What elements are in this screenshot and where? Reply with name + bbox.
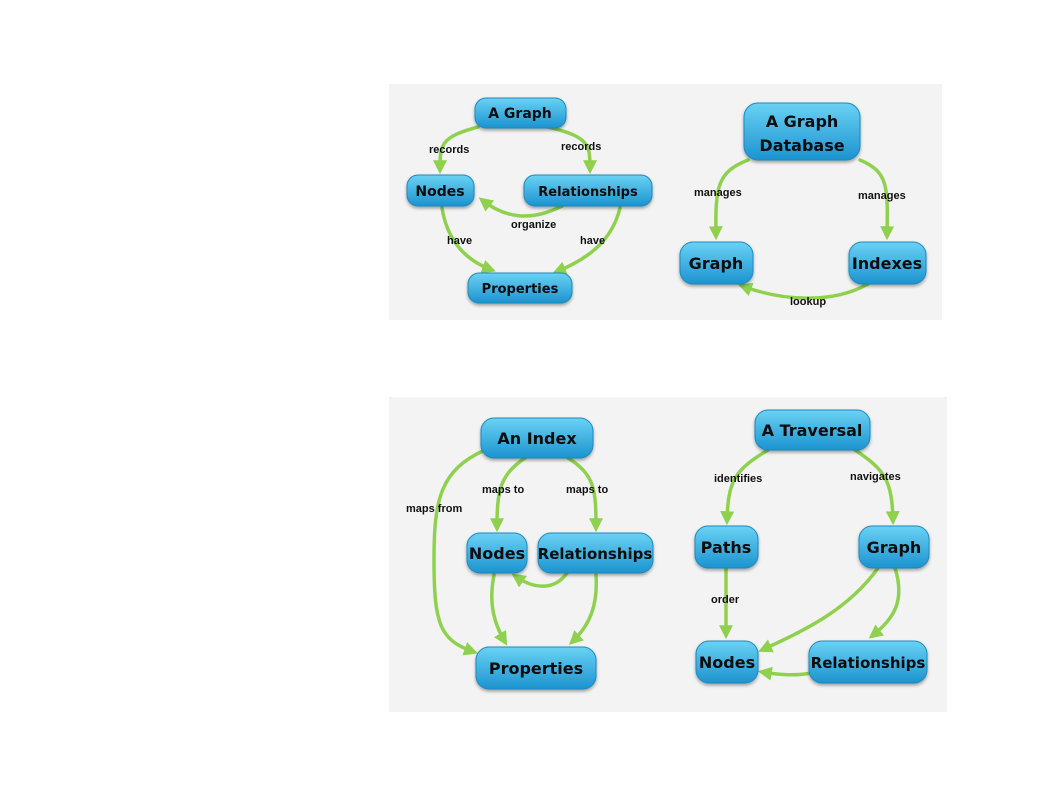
- node-traversal-nodes: Nodes: [695, 640, 759, 684]
- label-maps-to-right: maps to: [566, 484, 608, 496]
- edge-graph-have-left: [440, 206, 496, 274]
- svg-text:Nodes: Nodes: [699, 653, 755, 672]
- svg-text:A Graph: A Graph: [766, 112, 839, 131]
- svg-text:Paths: Paths: [701, 538, 752, 557]
- svg-text:A Graph: A Graph: [488, 106, 552, 122]
- label-lookup: lookup: [790, 296, 826, 308]
- label-have-left: have: [447, 235, 472, 247]
- label-manages-left: manages: [694, 187, 742, 199]
- node-traversal-graph: Graph: [858, 525, 930, 569]
- edge-traversal-graph-relationships: [868, 566, 901, 639]
- svg-text:An Index: An Index: [497, 429, 577, 448]
- node-graph: Graph: [679, 241, 754, 285]
- edge-db-manages-graph: [708, 158, 750, 241]
- edge-traversal-identifies: [720, 448, 770, 526]
- label-organize: organize: [511, 219, 556, 231]
- node-a-traversal: A Traversal: [754, 409, 871, 451]
- edge-index-maps-from: [432, 448, 487, 656]
- diagram-graph: A Graph Nodes Relationships Properties r…: [406, 97, 653, 304]
- node-indexes: Indexes: [848, 241, 927, 285]
- node-relationships: Relationships: [523, 174, 653, 207]
- edge-index-relationships-nodes: [511, 571, 569, 588]
- svg-text:Graph: Graph: [867, 538, 922, 557]
- node-an-index: An Index: [480, 417, 594, 459]
- node-traversal-relationships: Relationships: [808, 640, 928, 684]
- svg-text:Relationships: Relationships: [538, 185, 638, 200]
- node-properties: Properties: [467, 272, 573, 304]
- label-records-right: records: [561, 141, 601, 153]
- svg-text:Relationships: Relationships: [538, 545, 653, 563]
- label-records-left: records: [429, 144, 469, 156]
- node-a-graph: A Graph: [474, 97, 567, 129]
- edge-graph-have-right: [552, 206, 622, 275]
- edge-graph-records-relationships: [546, 125, 597, 175]
- edge-index-maps-to-nodes: [490, 456, 527, 533]
- edge-traversal-relationships-nodes: [757, 666, 814, 681]
- label-manages-right: manages: [858, 190, 906, 202]
- node-index-properties: Properties: [475, 646, 597, 690]
- edge-traversal-navigates: [853, 448, 900, 526]
- node-a-graph-database: A Graph Database: [743, 102, 861, 161]
- edge-graph-records-nodes: [433, 125, 480, 175]
- label-maps-to-left: maps to: [482, 484, 524, 496]
- node-paths: Paths: [694, 525, 759, 569]
- label-identifies: identifies: [714, 473, 762, 485]
- edge-index-nodes-properties: [490, 573, 508, 646]
- edge-db-manages-indexes: [858, 158, 895, 241]
- diagram-traversal: A Traversal Paths Graph Nodes Relationsh…: [694, 409, 930, 684]
- svg-text:A Traversal: A Traversal: [762, 421, 863, 440]
- svg-text:Nodes: Nodes: [469, 544, 525, 563]
- diagram-graph-database: A Graph Database Graph Indexes manages m…: [679, 102, 927, 308]
- svg-text:Database: Database: [759, 136, 844, 155]
- svg-text:Nodes: Nodes: [415, 184, 464, 200]
- edge-graph-organize: [478, 197, 564, 218]
- label-navigates: navigates: [850, 471, 901, 483]
- label-maps-from: maps from: [406, 503, 462, 515]
- edge-index-relationships-properties: [568, 573, 599, 645]
- svg-text:Properties: Properties: [482, 282, 559, 297]
- edge-db-lookup: [738, 282, 870, 300]
- node-nodes: Nodes: [406, 174, 475, 207]
- node-index-relationships: Relationships: [537, 532, 654, 574]
- node-index-nodes: Nodes: [466, 532, 528, 574]
- label-order: order: [711, 594, 740, 606]
- svg-text:Relationships: Relationships: [811, 654, 926, 672]
- diagram-index: An Index Nodes Relationships Properties …: [406, 417, 654, 690]
- svg-text:Indexes: Indexes: [852, 254, 922, 273]
- svg-text:Properties: Properties: [489, 659, 583, 678]
- label-have-right: have: [580, 235, 605, 247]
- edge-index-maps-to-relationships: [566, 456, 603, 533]
- edge-traversal-graph-nodes: [758, 566, 880, 653]
- svg-text:Graph: Graph: [689, 254, 744, 273]
